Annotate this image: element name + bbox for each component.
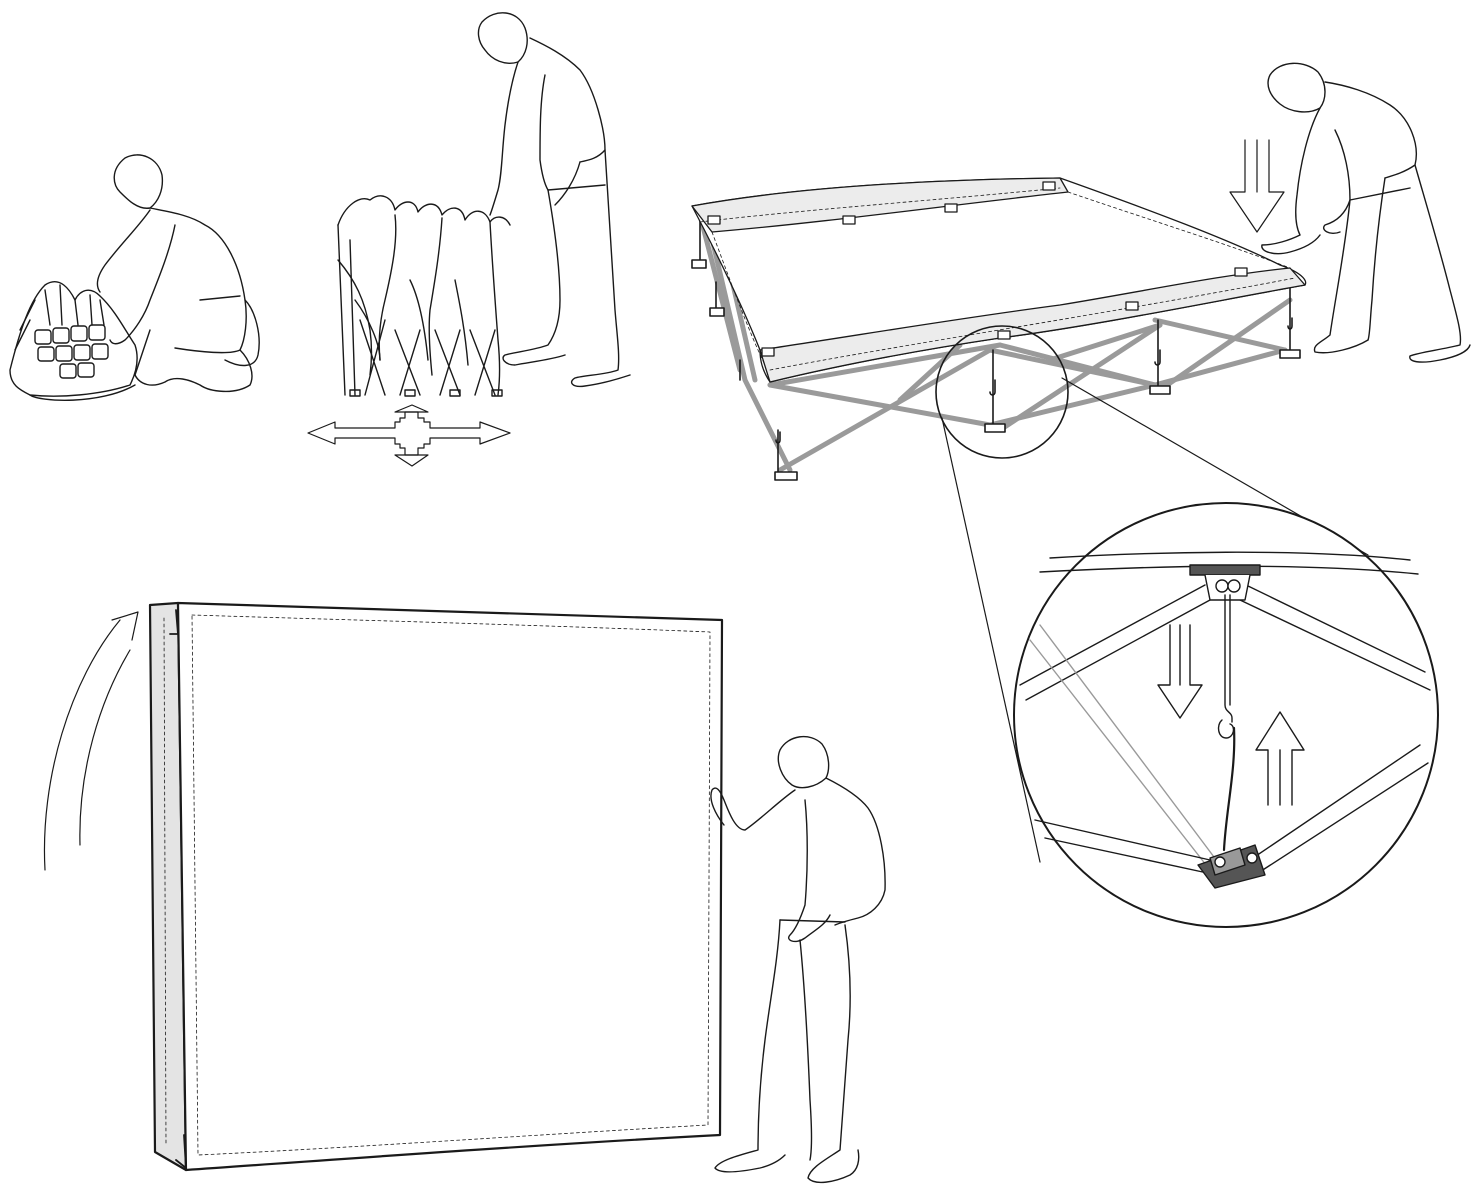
step-expand-frame <box>307 12 631 467</box>
wall-panel-icon <box>148 601 724 1172</box>
frame-struts <box>697 212 1293 473</box>
pushing-person-icon <box>1261 62 1471 363</box>
detail-callout-circle <box>935 325 1069 459</box>
step-attach-canopy <box>691 62 1471 863</box>
hook-detail <box>1013 502 1439 928</box>
step-raise-wall-panel <box>43 601 886 1184</box>
expanding-frame <box>337 195 511 397</box>
kneeling-person-icon <box>96 154 260 393</box>
folded-frame-in-bag <box>9 281 138 401</box>
push-down-arrows-icon <box>1229 139 1285 233</box>
expand-arrows-icon <box>307 404 511 467</box>
step-unpack-frame <box>9 154 260 401</box>
lift-arrow-icon <box>43 611 139 871</box>
standing-person-icon <box>477 12 631 388</box>
magnifier-detail-icon <box>1013 502 1439 928</box>
frame-legs <box>691 219 1301 481</box>
canopy-fabric <box>691 177 1307 383</box>
standing-person-holding-icon <box>710 735 886 1184</box>
